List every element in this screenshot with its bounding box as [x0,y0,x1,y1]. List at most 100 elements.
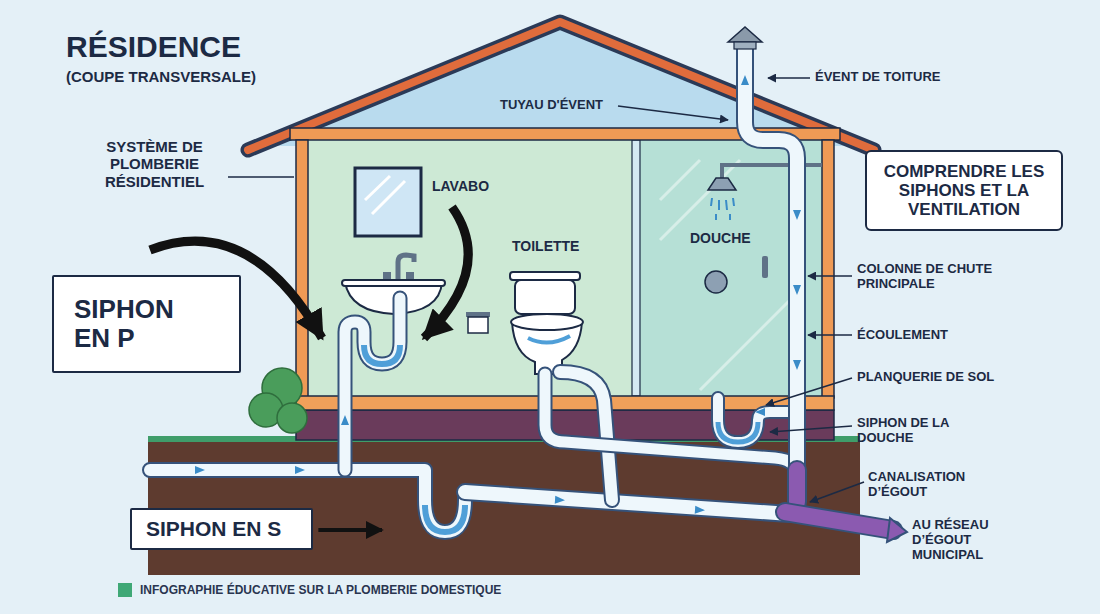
label-text: TUYAU D'ÉVENT [500,98,603,113]
trap-water [718,422,758,442]
shower-trap-pipe [718,398,797,442]
flow-arrow [555,496,566,505]
shower-valve [705,271,727,293]
stack-pipe [745,48,797,480]
flow-arrow [755,408,765,416]
toilet-tank [515,280,575,314]
toilet-branch-pipe-outline [545,374,797,475]
part-label: CANALISATION D’ÉGOUT [868,470,988,500]
floor-plank [296,396,834,410]
house-illustration [148,22,907,575]
legend-item: INFOGRAPHIE ÉDUCATIVE SUR LA PLOMBERIE D… [118,583,501,597]
flow-arrow [793,360,801,370]
leader-line [768,77,810,79]
leader-line [808,275,852,277]
toilet-paper [468,317,488,333]
sewer-pipe [465,492,790,514]
toilet-branch-pipe [545,374,797,475]
legend-text: INFOGRAPHIE ÉDUCATIVE SUR LA PLOMBERIE D… [140,583,501,597]
right-wall [822,140,834,398]
stack-base-pipe-outline [787,470,807,502]
label-text: CANALISATION D’ÉGOUT [868,470,988,500]
box-text: SIPHON EN S [146,517,281,541]
leader-line [808,334,852,336]
part-label: AU RÉSEAU D’ÉGOUT MUNICIPAL [912,518,1007,563]
label-text: DOUCHE [690,230,751,246]
subtitle: (COUPE TRANSVERSALE) [66,68,256,85]
box-text: SIPHON EN P [74,295,199,353]
flow-arrow [793,210,801,220]
sewer-arrow-head [887,518,907,542]
p-trap-pipe [345,298,400,470]
shower-arm [722,165,822,178]
municipal-sewer-pipe-outline [785,512,893,530]
label-text: ÉCOULEMENT [857,328,948,343]
callout-box: SIPHON EN P [52,275,241,373]
part-label: PLANQUERIE DE SOL [857,370,994,385]
toilet-water [528,336,570,343]
part-label: COLONNE DE CHUTE PRINCIPALE [857,262,1007,292]
mirror [355,168,421,236]
left-wall [296,140,308,398]
flow-arrow [741,75,749,85]
glass-shine [660,160,800,390]
legend-swatch [118,583,132,597]
part-label: TUYAU D'ÉVENT [500,98,603,113]
shower-handle [762,256,768,278]
leader-line [618,106,728,120]
label-text: ÉVENT DE TOITURE [815,70,940,85]
vent-collar [734,42,756,49]
leader-line [228,176,294,178]
pointer-arrow [318,528,382,532]
leader-line [770,426,852,432]
pointer-arrow [424,207,468,338]
leader-lines [150,78,864,530]
flow-arrow [295,466,305,474]
label-text: AU RÉSEAU D’ÉGOUT MUNICIPAL [912,518,1007,563]
attic [262,26,862,146]
part-label: ÉCOULEMENT [857,328,948,343]
title: RÉSIDENCE [66,30,241,65]
bush [277,403,307,433]
label-text: LAVABO [432,178,489,194]
stack-pipe-outline [745,48,797,480]
sink-rim [342,280,445,286]
fixture-label: TOILETTE [512,238,579,254]
municipal-sewer-pipe [785,512,893,530]
shower-trap-pipe-outline [718,398,797,442]
sewer-pipe-outline [465,492,790,514]
roof-edge [248,22,874,150]
label-text: COLONNE DE CHUTE PRINCIPALE [857,262,1007,292]
fixture-label: LAVABO [432,178,489,194]
fixture-label: DOUCHE [690,230,751,246]
part-label: ÉVENT DE TOITURE [815,70,940,85]
part-label: SIPHON DE LA DOUCHE [857,416,977,446]
shower-drops [711,198,734,220]
trap-water [364,345,400,364]
label-text: (COUPE TRANSVERSALE) [66,68,256,85]
flow-arrow [793,285,801,295]
shower-head [708,178,736,190]
trap-water [425,505,465,532]
flow-arrow [195,466,205,474]
box-text: COMPRENDRE LES SIPHONS ET LA VENTILATION [879,162,1049,219]
toilet-seat [511,314,583,330]
leader-line [766,378,852,405]
toilet-lid [510,272,580,280]
system-label: SYSTÈME DE PLOMBERIE RÉSIDENTIEL [92,138,217,190]
callout-box: SIPHON EN S [130,508,313,550]
label-text: SIPHON DE LA DOUCHE [857,416,977,446]
vent-cap [728,27,762,42]
stack-base-pipe [789,470,805,502]
roof-outline [248,22,874,150]
label-text: PLANQUERIE DE SOL [857,370,994,385]
p-trap-pipe-outline [345,298,400,470]
info-box: COMPRENDRE LES SIPHONS ET LA VENTILATION [865,150,1063,231]
label-text: TOILETTE [512,238,579,254]
label-text: SYSTÈME DE PLOMBERIE RÉSIDENTIEL [92,138,217,190]
faucet [398,255,414,282]
glass-frame [632,140,640,396]
flow-arrow [695,506,706,515]
flow-arrow [341,415,349,425]
